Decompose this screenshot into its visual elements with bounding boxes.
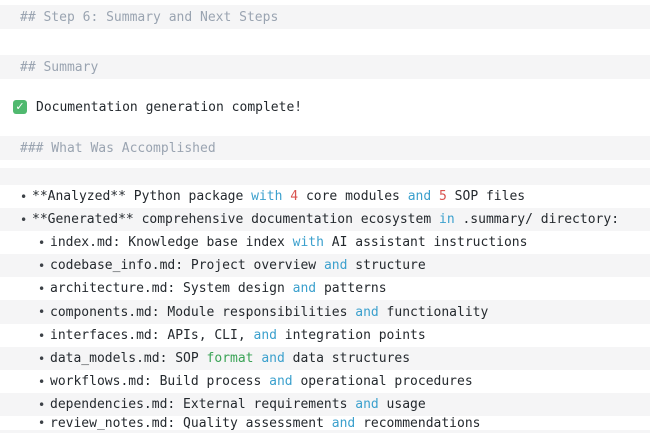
bullet-icon: • (38, 416, 46, 430)
text-token-text: structure (347, 258, 426, 273)
bottom-stripe (0, 430, 650, 433)
text-token-keyword: and (355, 397, 379, 412)
text-token-text: core modules (298, 189, 408, 204)
list-item-analyzed: • **Analyzed** Python package with 4 core… (0, 185, 650, 208)
bullet-icon: • (20, 189, 28, 204)
list-item-dependencies-md: •dependencies.md: External requirements … (0, 393, 650, 416)
text-token-keyword: and (355, 304, 379, 320)
text-token-text: dependencies.md: External requirements (50, 397, 356, 412)
text-token-header: ## Step 6: Summary and Next Steps (20, 9, 279, 25)
text-token-text: usage (378, 397, 426, 412)
heading-summary: ## Summary (0, 55, 650, 79)
text-token-text: review_notes.md: Quality assessment (50, 416, 332, 430)
text-token-text: .summary/ directory: (454, 212, 620, 227)
text-token-text: **Analyzed** Python package (32, 189, 252, 204)
text-token-text (282, 189, 290, 204)
text-token-text: Documentation generation complete! (36, 99, 303, 115)
text-token-text (431, 189, 439, 204)
text-token-keyword: and (407, 189, 432, 204)
spacer (0, 79, 650, 95)
list-item-index-md: • index.md: Knowledge base index with AI … (0, 231, 650, 254)
text-token-text: workflows.md: Build process (50, 374, 270, 389)
text-token-text: architecture.md: System design (50, 281, 293, 296)
text-token-text: operational procedures (292, 374, 473, 389)
text-token-keyword: and (269, 374, 293, 389)
bullet-icon: • (20, 212, 28, 227)
spacer (0, 160, 650, 168)
text-token-text: interfaces.md: APIs, CLI, (50, 328, 254, 343)
text-token-text: SOP files (446, 189, 526, 204)
text-token-text: components.md: Module responsibilities (50, 304, 356, 320)
bullet-icon: • (38, 258, 46, 273)
text-token-text: recommendations (355, 416, 481, 430)
bullet-icon: • (38, 374, 46, 389)
text-token-text: data structures (284, 351, 411, 366)
text-token-keyword: and (323, 258, 348, 273)
heading-step-6: ## Step 6: Summary and Next Steps (0, 5, 650, 29)
bullet-icon: • (38, 351, 46, 366)
status-line-complete: ✓ Documentation generation complete! (0, 95, 650, 119)
list-item-interfaces-md: • interfaces.md: APIs, CLI, and integrati… (0, 324, 650, 347)
list-item-generated: • **Generated** comprehensive documentati… (0, 208, 650, 231)
bullet-icon: • (38, 281, 46, 296)
list-item-components-md: •components.md: Module responsibilities … (0, 300, 650, 324)
list-item-codebase-info-md: •codebase_info.md: Project overview and … (0, 254, 650, 277)
list-item-workflows-md: • workflows.md: Build process and operati… (0, 370, 650, 393)
list-item-architecture-md: • architecture.md: System design and patt… (0, 277, 650, 300)
bullet-icon: • (38, 397, 46, 412)
spacer (0, 29, 650, 55)
text-token-keyword: and (331, 416, 356, 430)
text-token-number: 5 (439, 189, 447, 204)
text-token-text: codebase_info.md: Project overview (50, 258, 324, 273)
text-token-string: format (206, 351, 254, 366)
text-token-keyword: in (439, 212, 455, 227)
spacer (0, 119, 650, 136)
text-token-text: **Generated** comprehensive documentatio… (32, 212, 439, 227)
heading-what-was-accomplished: ### What Was Accomplished (0, 136, 650, 160)
text-token-text: patterns (316, 281, 387, 296)
bullet-icon: • (38, 328, 46, 343)
text-token-text: functionality (378, 304, 489, 320)
bullet-icon: • (38, 235, 46, 250)
list-item-review-notes-md: • review_notes.md: Quality assessment and… (0, 416, 650, 430)
text-token-header: ## Summary (20, 59, 99, 75)
check-mark-icon: ✓ (13, 100, 27, 114)
text-token-text: data_models.md: SOP (50, 351, 207, 366)
text-token-keyword: and (253, 328, 277, 343)
text-token-keyword: with (292, 235, 324, 250)
text-token-number: 4 (290, 189, 299, 204)
text-token-text (254, 351, 262, 366)
text-token-keyword: and (261, 351, 285, 366)
text-token-text: AI assistant instructions (323, 235, 528, 250)
text-token-text: index.md: Knowledge base index (50, 235, 293, 250)
bullet-icon: • (38, 305, 46, 319)
list-item-data-models-md: • data_models.md: SOP format and data str… (0, 347, 650, 370)
spacer-stripe (0, 168, 650, 185)
text-token-keyword: and (292, 281, 317, 296)
text-token-keyword: with (251, 189, 283, 204)
text-token-header: ### What Was Accomplished (20, 140, 216, 156)
text-token-text: integration points (276, 328, 426, 343)
